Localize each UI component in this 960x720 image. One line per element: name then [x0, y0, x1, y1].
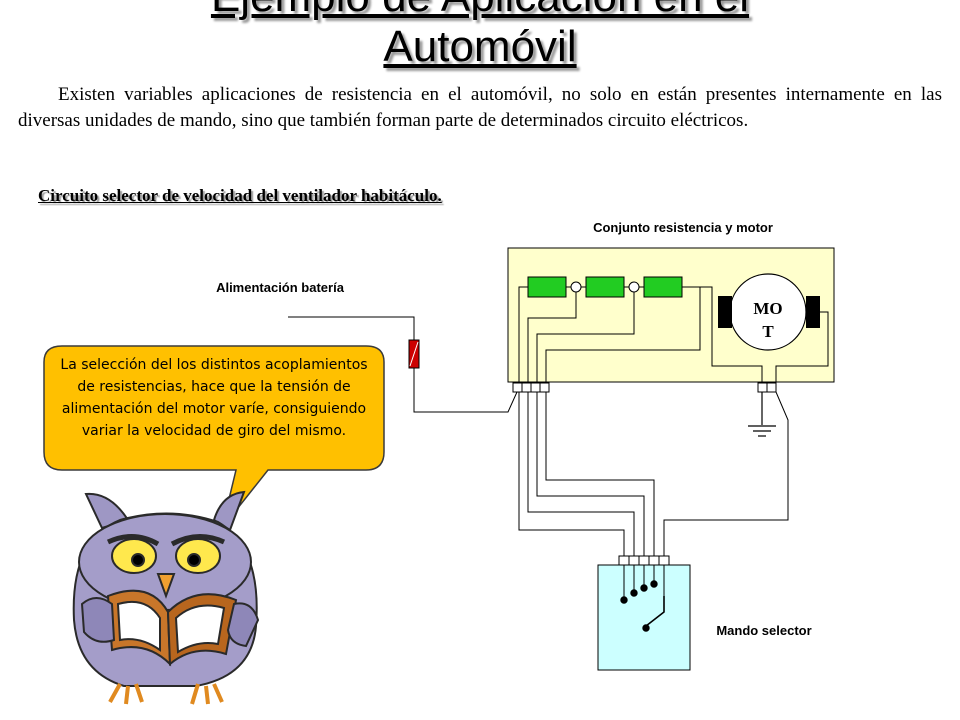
ground-symbol-icon — [748, 392, 776, 437]
label-alimentacion: Alimentación batería — [216, 280, 345, 295]
circuit-subtitle: Circuito selector de velocidad del venti… — [38, 186, 442, 205]
title-line-1: Ejemplo de Aplicación en el — [0, 0, 960, 22]
title-line-2: Automóvil — [383, 22, 577, 71]
resistor-1 — [527, 276, 567, 298]
speech-bubble-text: La selección del los distintos acoplamie… — [60, 357, 368, 439]
junction-node-1 — [570, 281, 582, 293]
motor: MO T — [718, 273, 820, 351]
label-conjunto: Conjunto resistencia y motor — [593, 220, 773, 235]
selector-switch — [620, 565, 665, 632]
assembly-connector — [512, 382, 777, 393]
intro-paragraph: Existen variables aplicaciones de resist… — [18, 84, 942, 131]
selector-connector — [618, 555, 670, 566]
motor-label-line2: T — [762, 322, 774, 341]
page-title: Ejemplo de Aplicación en el Automóvil — [0, 0, 960, 72]
motor-label-line1: MO — [753, 299, 782, 318]
label-mando: Mando selector — [716, 623, 811, 638]
owl-reading-book-icon — [72, 490, 260, 705]
resistor-2 — [585, 276, 625, 298]
speech-bubble — [43, 345, 385, 529]
resistor-group — [527, 276, 683, 298]
junction-node-2 — [628, 281, 640, 293]
resistor-3 — [643, 276, 683, 298]
